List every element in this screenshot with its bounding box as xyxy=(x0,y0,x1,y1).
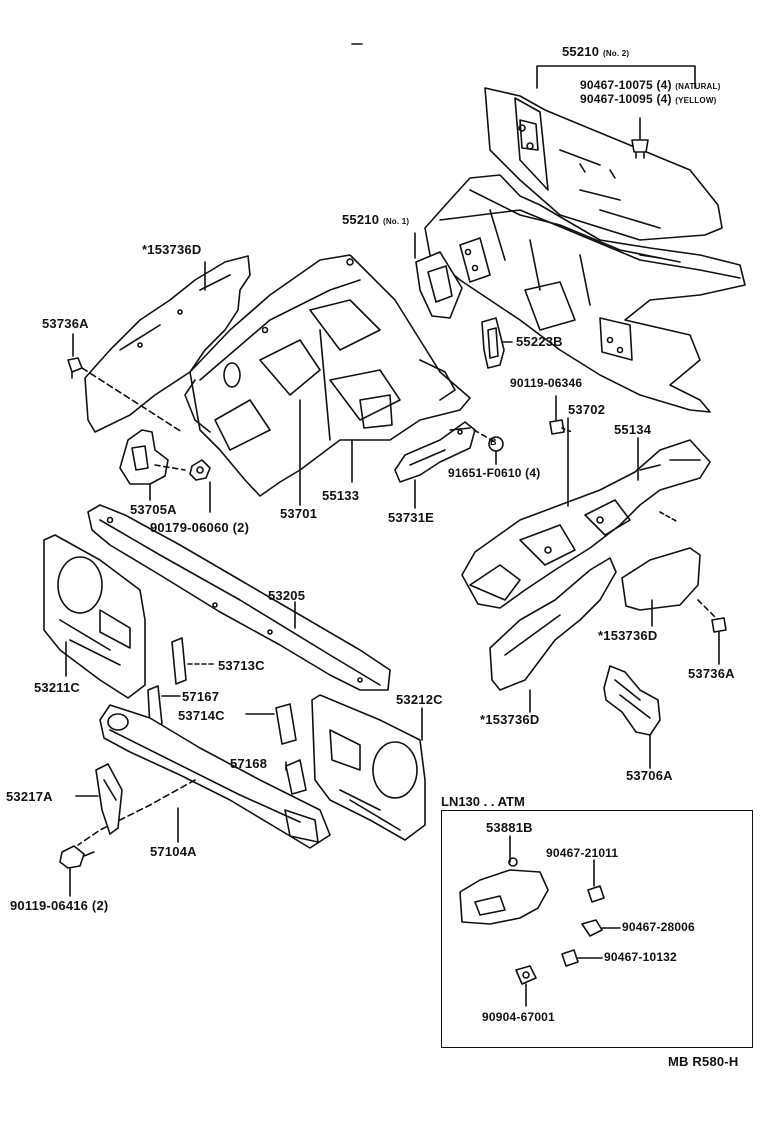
part-53705a-bracket xyxy=(119,429,186,485)
label-55210-no1: 55210 (No. 1) xyxy=(342,212,410,227)
nut-90179-06060-icon xyxy=(189,459,211,481)
part-57167-clip xyxy=(147,685,163,729)
clip-53736a-left-icon xyxy=(67,357,83,379)
part-55210-no2-panel xyxy=(484,87,723,241)
label-90904-67001: 90904-67001 xyxy=(482,1010,555,1024)
label-53205: 53205 xyxy=(268,588,306,603)
dashed-line-left xyxy=(81,367,183,433)
part-53217a-bracket xyxy=(95,763,123,835)
label-53702: 53702 xyxy=(568,402,606,417)
cowl-top-panel xyxy=(424,174,746,413)
part-57104a-lower-support xyxy=(99,704,331,849)
footer-code: MB R580-H xyxy=(668,1054,739,1069)
label-53705a: 53705A xyxy=(130,502,177,517)
label-53736a-left: 53736A xyxy=(42,316,89,331)
label-90467-10132: 90467-10132 xyxy=(604,950,677,964)
label-53713c: 53713C xyxy=(218,658,265,673)
bolt-90119-06346-icon xyxy=(549,419,573,435)
part-153736d-right-shield xyxy=(621,547,701,611)
part-53714c-clip xyxy=(275,703,297,745)
label-53217a: 53217A xyxy=(6,789,53,804)
label-55133: 55133 xyxy=(322,488,360,503)
label-90119-06346: 90119-06346 xyxy=(510,376,583,390)
label-55134: 55134 xyxy=(614,422,652,437)
label-153736d-right: *153736D xyxy=(598,628,658,643)
label-53881b: 53881B xyxy=(486,820,533,835)
label-53701: 53701 xyxy=(280,506,318,521)
fastener-90467-10075-icon xyxy=(631,139,649,159)
label-153736d-top: *153736D xyxy=(142,242,202,257)
label-90467-10095: 90467-10095 (4) (YELLOW) xyxy=(580,92,717,106)
part-53881b-bracket xyxy=(459,857,549,925)
part-53702-inner-fender-right xyxy=(461,439,711,609)
label-57167: 57167 xyxy=(182,689,220,704)
label-57104a: 57104A xyxy=(150,844,197,859)
clip-53736a-right-icon xyxy=(711,617,727,641)
inset-title: LN130 . . ATM xyxy=(441,794,525,809)
label-53736a-right: 53736A xyxy=(688,666,735,681)
label-55210-no2: 55210 (No. 2) xyxy=(562,44,630,59)
fastener-90467-10132-icon xyxy=(561,949,579,967)
part-153736d-bottom-shield xyxy=(489,557,617,691)
part-55223b-grommet xyxy=(481,317,505,369)
label-90467-28006: 90467-28006 xyxy=(622,920,695,934)
dashed-line-91651 xyxy=(473,429,496,443)
label-153736d-bottom: *153736D xyxy=(480,712,540,727)
part-53706a-bracket xyxy=(603,665,661,736)
label-90467-21011: 90467-21011 xyxy=(546,846,619,860)
part-153736d-left-shield xyxy=(84,255,251,433)
label-90179-06060: 90179-06060 (2) xyxy=(150,520,250,535)
part-53701-inner-fender xyxy=(184,254,471,497)
label-53212c: 53212C xyxy=(396,692,443,707)
leader-55210-no2 xyxy=(536,65,696,89)
part-53731e-bracket xyxy=(394,421,476,483)
label-91651-f0610: 91651-F0610 (4) xyxy=(448,466,541,480)
label-53706a: 53706A xyxy=(626,768,673,783)
label-57168: 57168 xyxy=(230,756,268,771)
part-53212c-right-panel xyxy=(311,694,426,841)
part-53713c-block xyxy=(171,637,187,685)
label-53211c: 53211C xyxy=(34,680,81,695)
nut-90904-67001-icon xyxy=(515,965,537,985)
part-53205-upper-support xyxy=(87,504,391,691)
label-53731e: 53731E xyxy=(388,510,435,525)
part-55210-no1-plate xyxy=(415,251,463,319)
fastener-90467-28006-icon xyxy=(581,919,603,937)
label-53714c: 53714C xyxy=(178,708,225,723)
label-circle-b: B xyxy=(490,437,497,447)
dashed-line-57104a xyxy=(77,779,196,846)
fastener-90467-21011-icon xyxy=(587,885,605,903)
part-53211c-left-panel xyxy=(43,534,146,699)
dashed-line-right xyxy=(659,511,679,523)
inset-box-ln130-atm xyxy=(441,810,753,1048)
dashed-line-right-shield xyxy=(697,599,719,621)
label-55223b: 55223B xyxy=(516,334,563,349)
label-90467-10075: 90467-10075 (4) (NATURAL) xyxy=(580,78,721,92)
part-57168-clip xyxy=(285,759,307,795)
label-90119-06416: 90119-06416 (2) xyxy=(10,898,109,913)
bolt-90119-06416-icon xyxy=(59,845,95,869)
